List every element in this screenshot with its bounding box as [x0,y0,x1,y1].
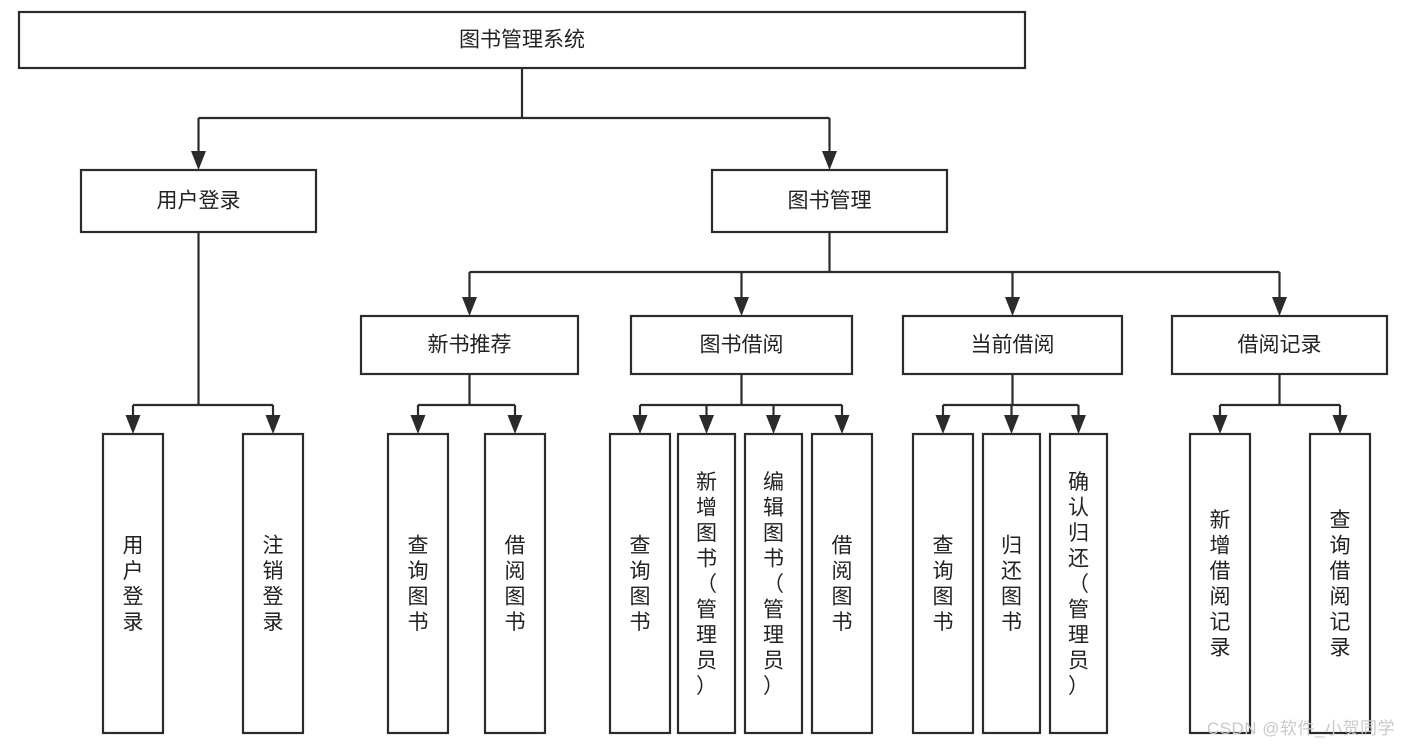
node-box [608,432,672,735]
node-box [743,432,804,735]
node-box [101,432,165,735]
node-label: 归还图书 [1001,535,1022,635]
arrow-head-icon [699,415,714,434]
node-box [1188,432,1252,735]
node-leaf-borrow-book-1[interactable]: 借阅图书 [483,432,547,735]
connector-layer [125,68,1348,434]
node-label: 新增图书（管理员） [696,471,717,698]
arrow-head-icon [935,415,951,434]
node-box [1048,432,1109,735]
arrow-head-icon [265,415,281,434]
node-box [629,314,854,376]
arrow-head-icon [1212,415,1228,434]
node-box [386,432,450,735]
arrow-head-icon [462,297,477,316]
node-label: 图书管理系统 [459,29,585,52]
node-leaf-edit-book[interactable]: 编辑图书（管理员） [743,432,804,735]
node-box [676,432,737,735]
node-label: 当前借阅 [971,334,1055,357]
node-label: 查询图书 [933,535,954,635]
arrow-head-icon [191,151,206,170]
node-label: 查询图书 [630,535,651,635]
node-layer: 图书管理系统用户登录图书管理新书推荐图书借阅当前借阅借阅记录用户登录注销登录查询… [17,10,1389,735]
node-leaf-return-book[interactable]: 归还图书 [981,432,1042,735]
node-box [241,432,305,735]
node-box [17,10,1027,70]
node-box [911,432,975,735]
arrow-head-icon [125,415,141,434]
node-label: 图书借阅 [700,334,784,357]
arrow-head-icon [1004,415,1019,434]
node-leaf-borrow-book-2[interactable]: 借阅图书 [810,432,874,735]
arrow-head-icon [632,415,648,434]
watermark-label: CSDN @软件_小贺同学 [1206,719,1395,738]
node-box [710,168,949,234]
node-user-login[interactable]: 用户登录 [79,168,318,234]
node-label: 新增借阅记录 [1210,509,1231,660]
node-leaf-logout[interactable]: 注销登录 [241,432,305,735]
arrow-head-icon [822,151,837,170]
node-leaf-query-record[interactable]: 查询借阅记录 [1308,432,1372,735]
node-new-book-rec[interactable]: 新书推荐 [359,314,580,376]
node-label: 确认归还（管理员） [1068,471,1089,698]
arrow-head-icon [1332,415,1348,434]
node-leaf-user-login[interactable]: 用户登录 [101,432,165,735]
node-leaf-query-book-3[interactable]: 查询图书 [911,432,975,735]
arrow-head-icon [734,297,749,316]
node-label: 新书推荐 [428,334,512,357]
node-leaf-query-book-2[interactable]: 查询图书 [608,432,672,735]
node-label: 借阅图书 [832,535,853,635]
node-leaf-query-book-1[interactable]: 查询图书 [386,432,450,735]
node-leaf-add-book[interactable]: 新增图书（管理员） [676,432,737,735]
node-box [901,314,1124,376]
node-box [483,432,547,735]
node-label: 查询图书 [408,535,429,635]
node-label: 用户登录 [157,190,241,213]
node-borrow-record[interactable]: 借阅记录 [1170,314,1389,376]
node-label: 图书管理 [788,190,872,213]
node-root[interactable]: 图书管理系统 [17,10,1027,70]
node-leaf-add-record[interactable]: 新增借阅记录 [1188,432,1252,735]
arrow-head-icon [410,415,426,434]
node-current-borrow[interactable]: 当前借阅 [901,314,1124,376]
node-box [810,432,874,735]
node-box [981,432,1042,735]
node-box [1308,432,1372,735]
node-book-borrow[interactable]: 图书借阅 [629,314,854,376]
arrow-head-icon [1005,297,1020,316]
node-label: 编辑图书（管理员） [763,471,784,698]
node-label: 借阅记录 [1238,334,1322,357]
arrow-head-icon [1272,297,1287,316]
arrow-head-icon [766,415,781,434]
node-box [359,314,580,376]
node-box [79,168,318,234]
node-label: 查询借阅记录 [1330,509,1351,660]
node-label: 借阅图书 [505,535,526,635]
node-leaf-confirm-return[interactable]: 确认归还（管理员） [1048,432,1109,735]
node-label: 注销登录 [263,535,284,635]
node-book-manage[interactable]: 图书管理 [710,168,949,234]
node-box [1170,314,1389,376]
node-label: 用户登录 [123,535,144,635]
arrow-head-icon [1071,415,1086,434]
arrow-head-icon [507,415,523,434]
arrow-head-icon [834,415,850,434]
